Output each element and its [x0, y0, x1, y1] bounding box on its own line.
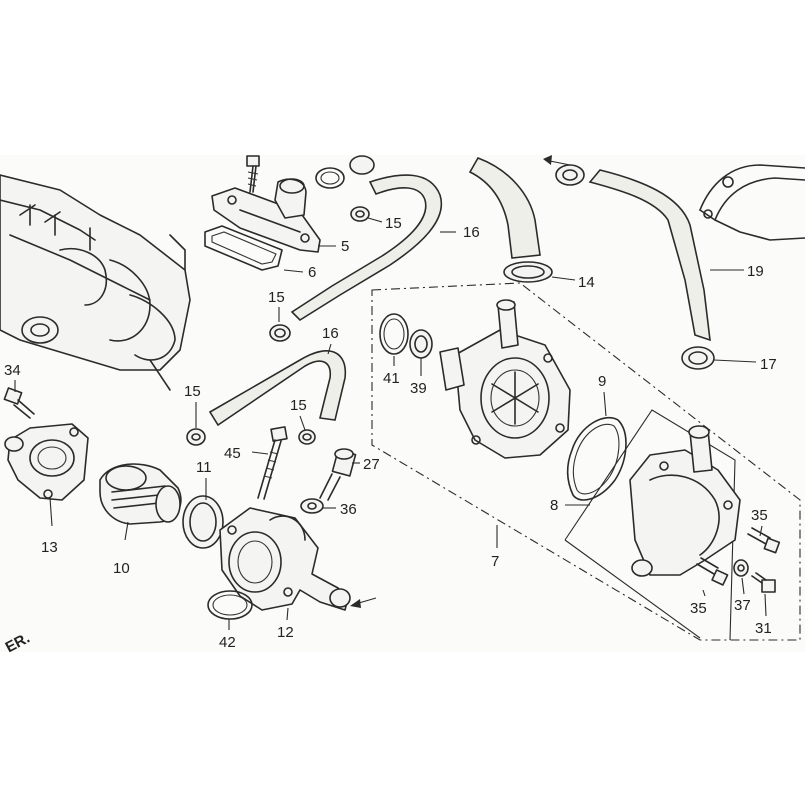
thermostat-housing-13: [4, 423, 89, 501]
callout-15c: 15: [184, 383, 201, 400]
callout-5: 5: [341, 238, 349, 255]
hose-top-right-1: [468, 157, 541, 259]
bolt-45: [257, 426, 288, 500]
water-pump-body: [439, 299, 571, 459]
gasket-upper: [204, 225, 283, 271]
bolt-35a: [747, 527, 781, 554]
clamp-top-2: [349, 155, 375, 175]
callout-7: 7: [491, 553, 499, 570]
bolt-35b: [696, 557, 729, 586]
callout-16b: 16: [322, 325, 339, 342]
callout-45: 45: [224, 445, 241, 462]
callout-42: 42: [219, 634, 236, 651]
o-ring-42: [207, 590, 253, 620]
o-ring-41: [379, 313, 409, 355]
hose-16-upper: [290, 174, 443, 322]
hose-16-lower: [208, 350, 347, 427]
callout-41: 41: [383, 370, 400, 387]
callout-17: 17: [760, 356, 777, 373]
callout-39: 39: [410, 380, 427, 397]
o-ring-9: [566, 416, 627, 501]
callout-15a: 15: [385, 215, 402, 232]
callout-8: 8: [550, 497, 558, 514]
washer-37: [733, 559, 749, 577]
callout-35a: 35: [751, 507, 768, 524]
clamp-15b: [269, 324, 291, 342]
pump-assembly-outline: [371, 282, 801, 641]
washer-36: [300, 498, 324, 514]
callout-15b: 15: [268, 289, 285, 306]
callout-11: 11: [196, 459, 212, 476]
oil-seal-39: [409, 329, 433, 359]
clamp-top-right: [555, 164, 585, 186]
seal-ring-11: [182, 495, 224, 549]
thermostat-housing-12: [219, 507, 351, 611]
callout-31: 31: [755, 620, 772, 637]
leader-lines: [14, 217, 767, 630]
hose-19: [588, 169, 711, 342]
engine-cover-right: [699, 164, 805, 241]
callout-37: 37: [734, 597, 751, 614]
clamp-top-1: [315, 167, 345, 189]
callout-27: 27: [363, 456, 380, 473]
clamp-15d: [298, 429, 316, 445]
callout-19: 19: [747, 263, 764, 280]
callout-36: 36: [340, 501, 357, 518]
arrow-top: [543, 155, 571, 166]
callout-12: 12: [277, 624, 294, 641]
callout-15d: 15: [290, 397, 307, 414]
callout-9: 9: [598, 373, 606, 390]
clamp-15a: [350, 206, 370, 222]
callout-10: 10: [113, 560, 130, 577]
bolt-31: [751, 572, 776, 593]
thermostat-10: [99, 463, 182, 525]
callout-35b: 35: [690, 600, 707, 617]
cylinder-head: [0, 174, 191, 391]
bolt-top: [246, 155, 260, 193]
pump-cover: [629, 425, 741, 577]
callout-13: 13: [41, 539, 58, 556]
callout-14: 14: [578, 274, 595, 291]
flow-arrow-left: [350, 597, 377, 608]
clamp-14: [503, 261, 553, 283]
temp-sensor-27: [319, 448, 357, 501]
clamp-17: [681, 346, 715, 370]
callout-16a: 16: [463, 224, 480, 241]
thermostat-cover-upper: [211, 178, 321, 253]
callout-34: 34: [4, 362, 21, 379]
callout-6: 6: [308, 264, 316, 281]
clamp-15c: [186, 428, 206, 446]
